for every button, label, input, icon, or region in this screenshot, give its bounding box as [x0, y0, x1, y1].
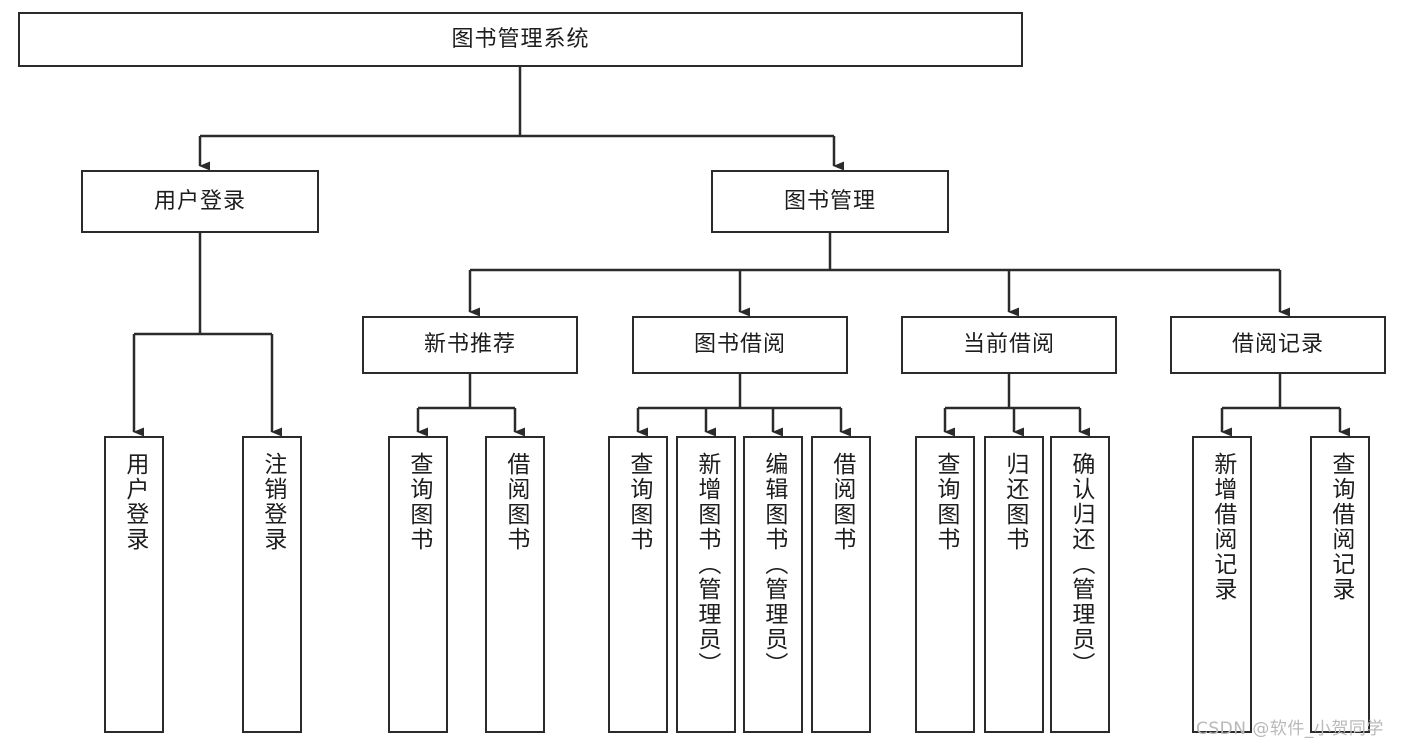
- leaf-user-login-label: 用户登录: [121, 452, 148, 552]
- node-current-borrow-label: 当前借阅: [962, 332, 1055, 357]
- leaf-return-book[interactable]: 归还图书: [984, 436, 1044, 733]
- node-new-book-rec[interactable]: 新书推荐: [362, 316, 578, 374]
- node-book-manage-label: 图书管理: [783, 188, 876, 214]
- leaf-edit-book-label: 编辑图书（管理员）: [760, 452, 787, 677]
- csdn-watermark: CSDN @软件_小贺同学: [1196, 719, 1384, 739]
- leaf-borrow-book-1[interactable]: 借阅图书: [485, 436, 545, 733]
- leaf-query-record-label: 查询借阅记录: [1327, 452, 1354, 602]
- leaf-return-book-label: 归还图书: [1001, 452, 1028, 552]
- leaf-user-login[interactable]: 用户登录: [104, 436, 164, 733]
- leaf-query-book-3[interactable]: 查询图书: [915, 436, 975, 733]
- leaf-add-book-label: 新增图书（管理员）: [693, 452, 720, 677]
- leaf-borrow-book-1-label: 借阅图书: [502, 452, 529, 552]
- node-user-login-label: 用户登录: [153, 188, 246, 214]
- leaf-confirm-return[interactable]: 确认归还（管理员）: [1050, 436, 1110, 733]
- node-root-label: 图书管理系统: [451, 26, 590, 52]
- node-root[interactable]: 图书管理系统: [18, 12, 1023, 67]
- node-borrow-record[interactable]: 借阅记录: [1170, 316, 1386, 374]
- leaf-query-book-3-label: 查询图书: [932, 452, 959, 552]
- leaf-query-book-2-label: 查询图书: [625, 452, 652, 552]
- node-book-manage[interactable]: 图书管理: [711, 170, 949, 233]
- leaf-edit-book[interactable]: 编辑图书（管理员）: [743, 436, 803, 733]
- node-current-borrow[interactable]: 当前借阅: [901, 316, 1117, 374]
- leaf-query-book-1[interactable]: 查询图书: [388, 436, 448, 733]
- leaf-borrow-book-2-label: 借阅图书: [828, 452, 855, 552]
- leaf-logout-label: 注销登录: [259, 452, 286, 552]
- node-user-login[interactable]: 用户登录: [81, 170, 319, 233]
- leaf-logout[interactable]: 注销登录: [242, 436, 302, 733]
- node-borrow-record-label: 借阅记录: [1231, 332, 1324, 357]
- leaf-query-book-2[interactable]: 查询图书: [608, 436, 668, 733]
- leaf-confirm-return-label: 确认归还（管理员）: [1067, 452, 1094, 677]
- leaf-add-book[interactable]: 新增图书（管理员）: [676, 436, 736, 733]
- leaf-borrow-book-2[interactable]: 借阅图书: [811, 436, 871, 733]
- node-new-book-rec-label: 新书推荐: [423, 332, 516, 357]
- node-book-borrow-label: 图书借阅: [693, 332, 786, 357]
- leaf-add-record[interactable]: 新增借阅记录: [1192, 436, 1252, 733]
- node-book-borrow[interactable]: 图书借阅: [632, 316, 848, 374]
- leaf-query-record[interactable]: 查询借阅记录: [1310, 436, 1370, 733]
- leaf-query-book-1-label: 查询图书: [405, 452, 432, 552]
- leaf-add-record-label: 新增借阅记录: [1209, 452, 1236, 602]
